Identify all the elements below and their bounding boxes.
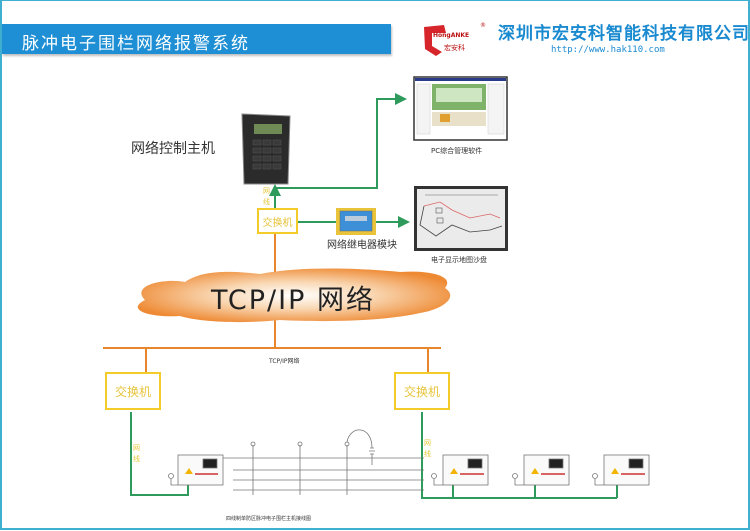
network-cloud	[137, 268, 451, 323]
relay-module-label: 网络继电器模块	[327, 240, 397, 251]
fence-controller-right-3	[592, 454, 650, 486]
logo-text-en: HongANKE	[433, 32, 470, 39]
network-cloud-label: TCP/IP 网络	[210, 285, 375, 316]
network-control-host	[241, 113, 291, 185]
page-title: 脉冲电子围栏网络报警系统	[22, 34, 250, 54]
relay-module	[336, 208, 376, 235]
pc-software-label: PC综合管理软件	[431, 147, 483, 155]
right-switch: 交换机	[394, 372, 450, 410]
wire-label-top: 网线	[263, 187, 270, 206]
logo-text-cn: 宏安科	[444, 44, 465, 52]
fence-controller-left	[168, 429, 424, 495]
right-switch-label: 交换机	[403, 384, 440, 399]
pc-software-screen	[413, 76, 508, 141]
fence-controller-right-1	[431, 454, 489, 486]
bus-label: TCP/IP网络	[269, 358, 300, 365]
host-label: 网络控制主机	[131, 141, 215, 157]
top-switch-label: 交换机	[262, 217, 293, 229]
map-display-board	[414, 186, 508, 251]
fence-controller-right-2	[512, 454, 570, 486]
left-switch-label: 交换机	[114, 384, 151, 399]
title-bar: 脉冲电子围栏网络报警系统	[2, 24, 391, 54]
left-switch: 交换机	[105, 372, 161, 410]
registered-mark: ®	[480, 22, 486, 29]
company-logo: HongANKE 宏安科 ®	[422, 22, 488, 58]
wire-label-left: 网线	[133, 444, 140, 463]
company-name: 深圳市宏安科智能科技有限公司	[498, 24, 750, 44]
top-switch: 交换机	[257, 208, 298, 234]
wire-left	[130, 412, 189, 496]
logo-shield-icon	[424, 25, 446, 56]
company-url[interactable]: http://www.hak110.com	[551, 45, 665, 55]
wire-right-drops	[452, 485, 618, 498]
wire-right	[421, 412, 617, 499]
wire-label-right: 网线	[424, 439, 431, 458]
fence-caption: 四线制单防区脉冲电子围栏主机接线图	[226, 516, 312, 522]
map-display-label: 电子显示地图沙盘	[431, 256, 487, 264]
link-to-pc	[275, 93, 407, 189]
